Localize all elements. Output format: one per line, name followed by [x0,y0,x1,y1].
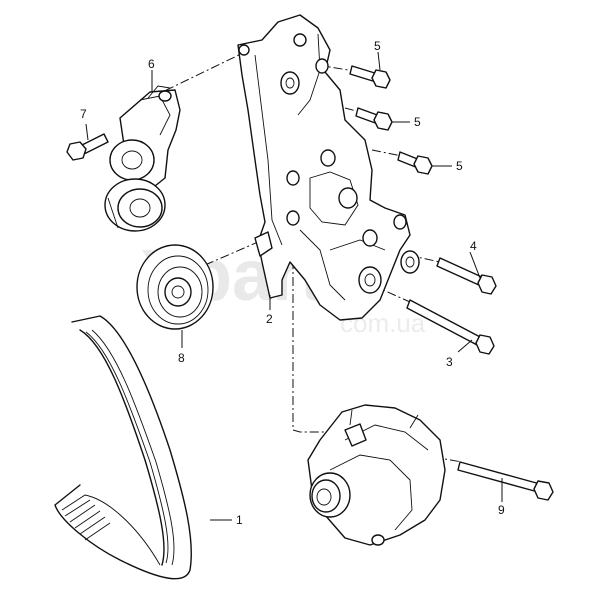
bolt-3 [406,299,495,355]
callout-8: 8 [178,351,185,365]
callout-5-lower: 5 [456,159,463,173]
tensioner-part [104,85,181,232]
leader-lines [85,51,503,521]
alternator-part [307,404,446,546]
bracket-part [237,14,420,321]
bolt-5-middle [355,107,393,131]
callout-3: 3 [446,355,453,369]
bolt-9 [457,461,554,501]
callout-5-middle: 5 [414,115,421,129]
bolt-4 [436,257,497,295]
callout-1: 1 [236,513,243,527]
bolt-5-upper [349,65,391,89]
idler-pulley-part [136,244,214,330]
bolt-5-lower [397,151,433,175]
callout-2: 2 [266,312,273,326]
callout-5-upper: 5 [374,39,381,53]
callout-6: 6 [148,57,155,71]
bolt-7 [66,133,109,161]
callout-7: 7 [80,107,87,121]
callout-9: 9 [498,503,505,517]
drive-belt-part [54,315,192,580]
callout-4: 4 [470,239,477,253]
